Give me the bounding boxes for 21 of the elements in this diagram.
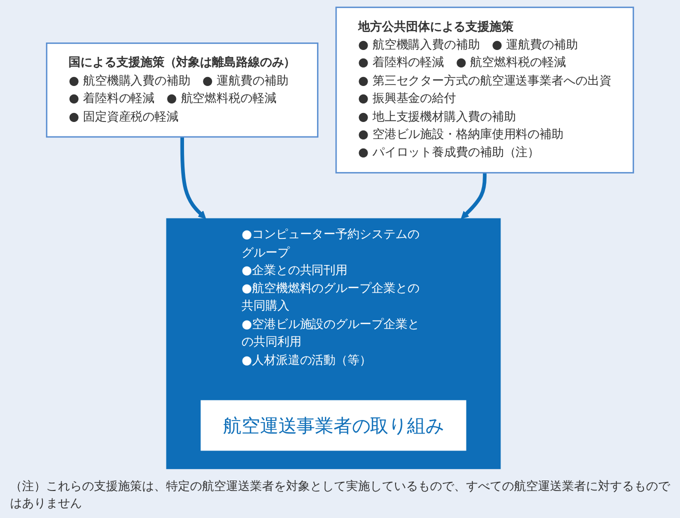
text-box: 地方公共団体による支援施策 ● 航空機購入費の補助 ● 運航費の補助 ● 着陸料の軽減 ● 航空燃料税の軽減 ● 第三セクター方式の航空運送事業者への出資 ● 振興基金の給付 ● 地上支援機材購入費の補助 ● 空港ビル施設・格納庫使用料の補助 ● パイロット養成費の補助（注） [335, 6, 634, 174]
node-label: ●空港ビル施設のグループ企業との共同利用 [242, 317, 420, 350]
footnote: （注）これらの支援施策は、特定の航空運送業者を対象として実施しているもので、すべての航空運送業者に対するものではありません [10, 478, 670, 512]
node-label: ● 振興基金の給付 [358, 92, 456, 106]
text-box: 航空運送事業者の取り組み [200, 400, 466, 451]
node-label: ● 着陸料の軽減 ● 航空燃料税の軽減 [68, 92, 276, 106]
node-label: ● 航空機購入費の補助 ● 運航費の補助 [358, 38, 578, 52]
text-box: 国による支援施策（対象は離島路線のみ） ● 航空機購入費の補助 ● 運航費の補助 ● 着陸料の軽減 ● 航空燃料税の軽減 ● 固定資産税の軽減 [46, 42, 318, 138]
node-label: ● 着陸料の軽減 ● 航空燃料税の軽減 [358, 56, 566, 70]
node-label: ●企業との共同刊用 [242, 264, 348, 278]
node-label: ● 固定資産税の軽減 [68, 110, 178, 124]
node-label: ● パイロット養成費の補助（注） [358, 146, 540, 160]
node-label: ● 地上支援機材購入費の補助 [358, 110, 516, 124]
node-label: ●航空機燃料のグループ企業との共同購入 [242, 282, 420, 314]
node-label: 国による支援施策（対象は離島路線のみ） [68, 56, 296, 70]
node-label: 地方公共団体による支援施策 [358, 20, 514, 34]
node-label: ● 航空機購入費の補助 ● 運航費の補助 [68, 74, 288, 88]
node-label: ●人材派遣の活動（等） [242, 353, 372, 368]
node-label: ● 空港ビル施設・格納庫使用料の補助 [358, 128, 564, 142]
node-label: ● 第三セクター方式の航空運送事業者への出資 [358, 74, 612, 88]
node-label: ●コンピューター予約システムのグループ [242, 228, 420, 260]
